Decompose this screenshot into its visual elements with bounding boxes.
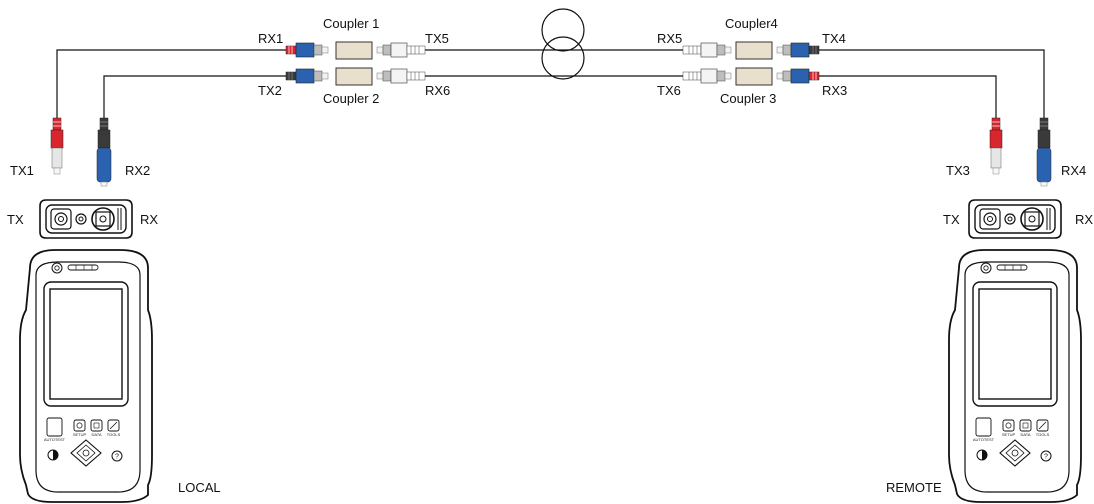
label-rx4: RX4 xyxy=(1061,163,1086,178)
label-rx1: RX1 xyxy=(258,31,283,46)
autotest-key-icon: AUTOTEST xyxy=(973,417,995,442)
key-label: SETUP xyxy=(73,432,87,437)
connector-rx6 xyxy=(376,68,426,84)
autotest-key-icon: AUTOTEST xyxy=(44,417,66,442)
label-tx6: TX6 xyxy=(657,83,681,98)
label-coupler-4: Coupler4 xyxy=(725,16,778,31)
label-local: LOCAL xyxy=(178,480,221,495)
data-key-icon: DATA xyxy=(1019,419,1032,437)
setup-key-icon: SETUP xyxy=(73,419,87,437)
key-label: TOOLS xyxy=(107,432,121,437)
label-rx2: RX2 xyxy=(125,163,150,178)
connector-rx3 xyxy=(776,68,820,84)
label-rx6: RX6 xyxy=(425,83,450,98)
coupler-4 xyxy=(682,41,820,60)
tx-port-icon xyxy=(50,208,72,230)
tools-key-icon: TOOLS xyxy=(107,419,121,437)
tools-key-icon: TOOLS xyxy=(1036,419,1050,437)
fiber-rx2-tx2 xyxy=(103,75,300,118)
tx-port-icon xyxy=(979,208,1001,230)
data-key-icon: DATA xyxy=(90,419,103,437)
coupler-3 xyxy=(682,67,820,86)
rx-port-icon xyxy=(91,207,115,231)
nav-pad-icon xyxy=(999,439,1031,467)
key-label: DATA xyxy=(91,432,101,437)
connector-rx1 xyxy=(285,42,329,58)
svg-text:?: ? xyxy=(1044,454,1048,461)
label-rx5: RX5 xyxy=(657,31,682,46)
label-coupler-2: Coupler 2 xyxy=(323,91,379,106)
help-key-icon: ? xyxy=(1040,450,1052,462)
connector-rx4 xyxy=(1036,117,1052,187)
coupler-1 xyxy=(285,41,426,60)
label-coupler-3: Coupler 3 xyxy=(720,91,776,106)
local-tester-device: AUTOTEST SETUP DATA TOOLS ? xyxy=(19,249,153,503)
label-local-tx: TX xyxy=(7,212,24,227)
label-tx1: TX1 xyxy=(10,163,34,178)
key-label: DATA xyxy=(1020,432,1030,437)
key-label: AUTOTEST xyxy=(973,437,995,442)
label-rx3: RX3 xyxy=(822,83,847,98)
connector-tx3 xyxy=(989,117,1003,175)
coupler-2 xyxy=(285,67,426,86)
remote-port-module xyxy=(968,199,1062,239)
label-tx3: TX3 xyxy=(946,163,970,178)
backlight-key-icon xyxy=(47,449,59,461)
connector-rx5 xyxy=(682,42,732,58)
label-remote-rx: RX xyxy=(1075,212,1093,227)
remote-tester-device: AUTOTEST SETUP DATA TOOLS ? xyxy=(948,249,1082,503)
connector-rx2 xyxy=(96,117,112,187)
nav-pad-icon xyxy=(70,439,102,467)
fiber-tx1-rx1 xyxy=(56,49,300,118)
fiber-tx4-rx4 xyxy=(818,49,1045,118)
local-port-module xyxy=(39,199,133,239)
fiber-rx3-tx3 xyxy=(818,75,997,118)
fiber-spool-icon xyxy=(541,8,585,80)
label-remote: REMOTE xyxy=(886,480,942,495)
svg-text:?: ? xyxy=(115,454,119,461)
labels: RX1 Coupler 1 TX5 TX2 Coupler 2 RX6 RX5 … xyxy=(7,16,1093,495)
connector-tx5 xyxy=(376,42,426,58)
connector-tx4 xyxy=(776,42,820,58)
help-key-icon: ? xyxy=(111,450,123,462)
backlight-key-icon xyxy=(976,449,988,461)
label-coupler-1: Coupler 1 xyxy=(323,16,379,31)
connector-tx2 xyxy=(285,68,329,84)
connector-tx6 xyxy=(682,68,732,84)
rx-port-icon xyxy=(1020,207,1044,231)
label-local-rx: RX xyxy=(140,212,158,227)
label-remote-tx: TX xyxy=(943,212,960,227)
key-label: AUTOTEST xyxy=(44,437,66,442)
label-tx2: TX2 xyxy=(258,83,282,98)
label-tx4: TX4 xyxy=(822,31,846,46)
key-label: TOOLS xyxy=(1036,432,1050,437)
setup-key-icon: SETUP xyxy=(1002,419,1016,437)
fiber-lines xyxy=(56,49,1045,118)
key-label: SETUP xyxy=(1002,432,1016,437)
label-tx5: TX5 xyxy=(425,31,449,46)
connector-tx1 xyxy=(50,117,64,175)
